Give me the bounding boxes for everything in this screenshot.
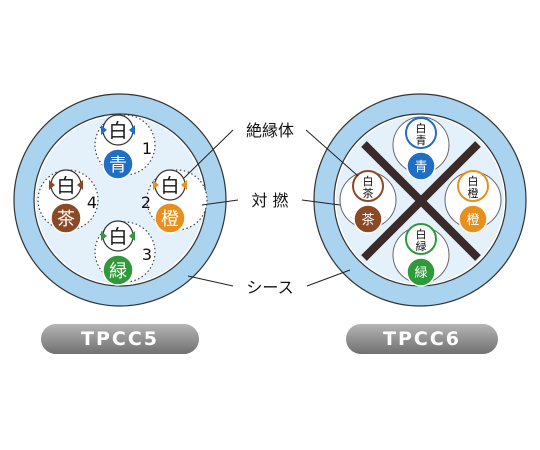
sheath-leader-right: [306, 269, 351, 287]
tpcc5-p1-white-char: 白: [108, 120, 127, 142]
tpcc6-p2-white-char-2: 橙: [468, 186, 479, 200]
tpcc6-cable: 白 青 青 白 橙 橙 白 緑 緑 白 茶 茶: [313, 93, 527, 307]
insulator-leader-left: [183, 129, 234, 179]
tpcc5-p2-color-char: 橙: [161, 209, 179, 230]
callouts: 絶縁体 対 撚 シース: [183, 121, 359, 297]
tpcc5-p4-white-char: 白: [56, 175, 75, 197]
tpcc5-p3-stripe-left: [101, 231, 107, 241]
tpcc5-p2-number: 2: [141, 193, 151, 212]
tpcc5-p1-color-char: 青: [109, 155, 127, 176]
tpcc5-p4-stripe-right: [77, 180, 83, 190]
tpcc6-p3-white-conductor: [405, 223, 437, 255]
tpcc5-p3-stripe-right: [129, 231, 135, 241]
tpcc5-name-badge: TPCC5: [41, 324, 199, 354]
tpcc6-p3-white-char-2: 緑: [416, 239, 427, 253]
tpcc6-p1-color-char: 青: [414, 160, 427, 175]
tpcc5-p4-number: 4: [87, 193, 97, 212]
tpcc6-p2-white-char-1: 白: [468, 174, 479, 188]
tpcc6-p3-color-char: 緑: [414, 266, 427, 281]
tpcc6-p3-white-char-1: 白: [416, 227, 427, 241]
tpcc6-p4-color-conductor: [353, 204, 383, 234]
tpcc5-core-fill: [36, 116, 204, 284]
tpcc5-p2-color-conductor: [154, 202, 186, 234]
tpcc5-p1-stripe-left: [101, 125, 107, 135]
tpcc6-p2-white-conductor: [457, 170, 489, 202]
insulator-leader-right: [305, 129, 359, 177]
tpcc5-p2-stripe-left: [153, 180, 159, 190]
tpcc5-p1-number: 1: [142, 139, 152, 158]
tpcc5-p4-stripe-left: [49, 180, 55, 190]
tpcc6-p3-color-conductor: [406, 257, 436, 287]
tpcc5-p3-white-char: 白: [108, 226, 127, 248]
tpcc6-p4-white-char-2: 茶: [363, 187, 374, 200]
tpcc5-p2-stripe-right: [181, 180, 187, 190]
tpcc6-p2-color-char: 橙: [466, 213, 479, 228]
tpcc5-p3-color-char: 緑: [109, 261, 127, 282]
tpcc5-cable: 白 青 1 白 橙 2 白 緑 3 白 茶 4: [13, 93, 227, 307]
tpcc6-p4-white-char-1: 白: [363, 174, 374, 188]
tpcc6-separator-b: [361, 141, 481, 261]
tpcc6-p1-white-char-2: 青: [416, 134, 427, 147]
sheath-leader-left: [187, 275, 234, 287]
tpcc5-p1-color-conductor: [102, 148, 134, 180]
insulator-label: 絶縁体: [246, 121, 294, 140]
tpcc5-p4-color-char: 茶: [57, 209, 75, 230]
tpcc5-p1-stripe-right: [129, 125, 135, 135]
tpcc6-p1-white-char-1: 白: [416, 121, 427, 135]
twisted-pair-label: 対 撚: [251, 191, 288, 210]
tpcc6-p2-color-conductor: [458, 204, 488, 234]
tpcc5-p3-color-conductor: [102, 254, 134, 286]
tpcc6-p4-white-conductor: [352, 170, 384, 202]
tpcc6-name-badge: TPCC6: [346, 324, 498, 354]
tpcc6-p1-color-conductor: [406, 151, 436, 181]
tpcc5-p4-color-conductor: [50, 202, 82, 234]
tpcc6-p1-white-conductor: [405, 117, 437, 149]
tpcc5-p3-number: 3: [142, 245, 152, 264]
tpcc5-p2-white-char: 白: [160, 175, 179, 197]
tpcc6-p4-color-char: 茶: [361, 212, 374, 228]
twisted-pair-leader-left: [201, 199, 239, 206]
twisted-pair-leader-right: [301, 199, 341, 206]
sheath-label: シース: [246, 278, 293, 297]
